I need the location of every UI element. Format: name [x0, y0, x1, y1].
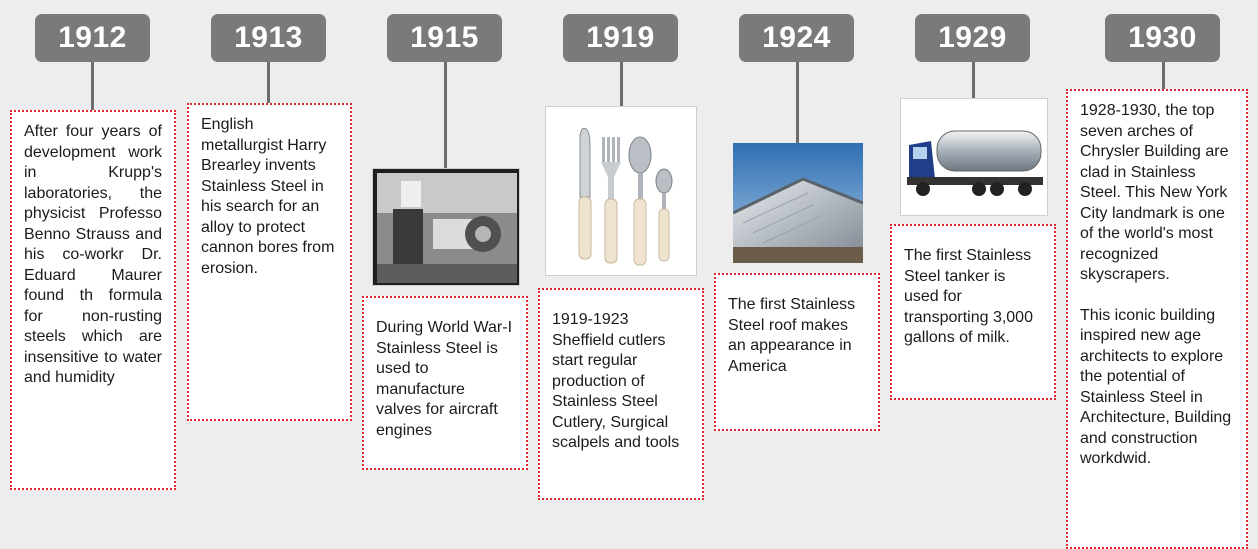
connector-line-1924: [796, 62, 799, 144]
connector-line-1912: [91, 62, 94, 112]
tanker-truck-image: [901, 99, 1047, 215]
milestone-description: 1928-1930, the top seven arches of Chrys…: [1080, 102, 1229, 283]
photo-milk-tanker: [900, 98, 1048, 216]
milestone-text-1913: English metallurgist Harry Brearley inve…: [187, 103, 352, 421]
photo-cutlery: [545, 106, 697, 276]
milestone-text-1924: The first Stainless Steel roof makes an …: [714, 273, 880, 431]
connector-line-1929: [972, 62, 975, 100]
milestone-description: The first Stainless Steel tanker is used…: [904, 247, 1033, 346]
year-badge-1929: 1929: [915, 14, 1030, 62]
photo-aircraft-engine-valves: [372, 168, 520, 286]
year-badge-1915: 1915: [387, 14, 502, 62]
milestone-text-1929: The first Stainless Steel tanker is used…: [890, 224, 1056, 400]
year-badge-1924: 1924: [739, 14, 854, 62]
milestone-text-1930: 1928-1930, the top seven arches of Chrys…: [1066, 89, 1248, 549]
roof-image: [733, 143, 863, 263]
milestone-text-1915: During World War-I Stainless Steel is us…: [362, 296, 528, 470]
machine-shop-image: [373, 169, 519, 285]
milestone-description-continued: This iconic building inspired new age ar…: [1080, 306, 1232, 468]
year-badge-1913: 1913: [211, 14, 326, 62]
milestone-description: After four years of development work in …: [24, 123, 162, 386]
milestone-description: English metallurgist Harry Brearley inve…: [201, 116, 335, 277]
year-badge-1919: 1919: [563, 14, 678, 62]
photo-steel-roof: [733, 143, 863, 263]
year-badge-1930: 1930: [1105, 14, 1220, 62]
milestone-text-1919: 1919-1923 Sheffield cutlers start regula…: [538, 288, 704, 500]
connector-line-1915: [444, 62, 447, 170]
milestone-description: The first Stainless Steel roof makes an …: [728, 296, 856, 375]
milestone-description: 1919-1923 Sheffield cutlers start regula…: [552, 311, 680, 451]
connector-line-1930: [1162, 62, 1165, 90]
connector-line-1919: [620, 62, 623, 108]
milestone-description: During World War-I Stainless Steel is us…: [376, 319, 513, 439]
milestone-text-1912: After four years of development work in …: [10, 110, 176, 490]
connector-line-1913: [267, 62, 270, 104]
year-badge-1912: 1912: [35, 14, 150, 62]
cutlery-image: [546, 107, 696, 275]
